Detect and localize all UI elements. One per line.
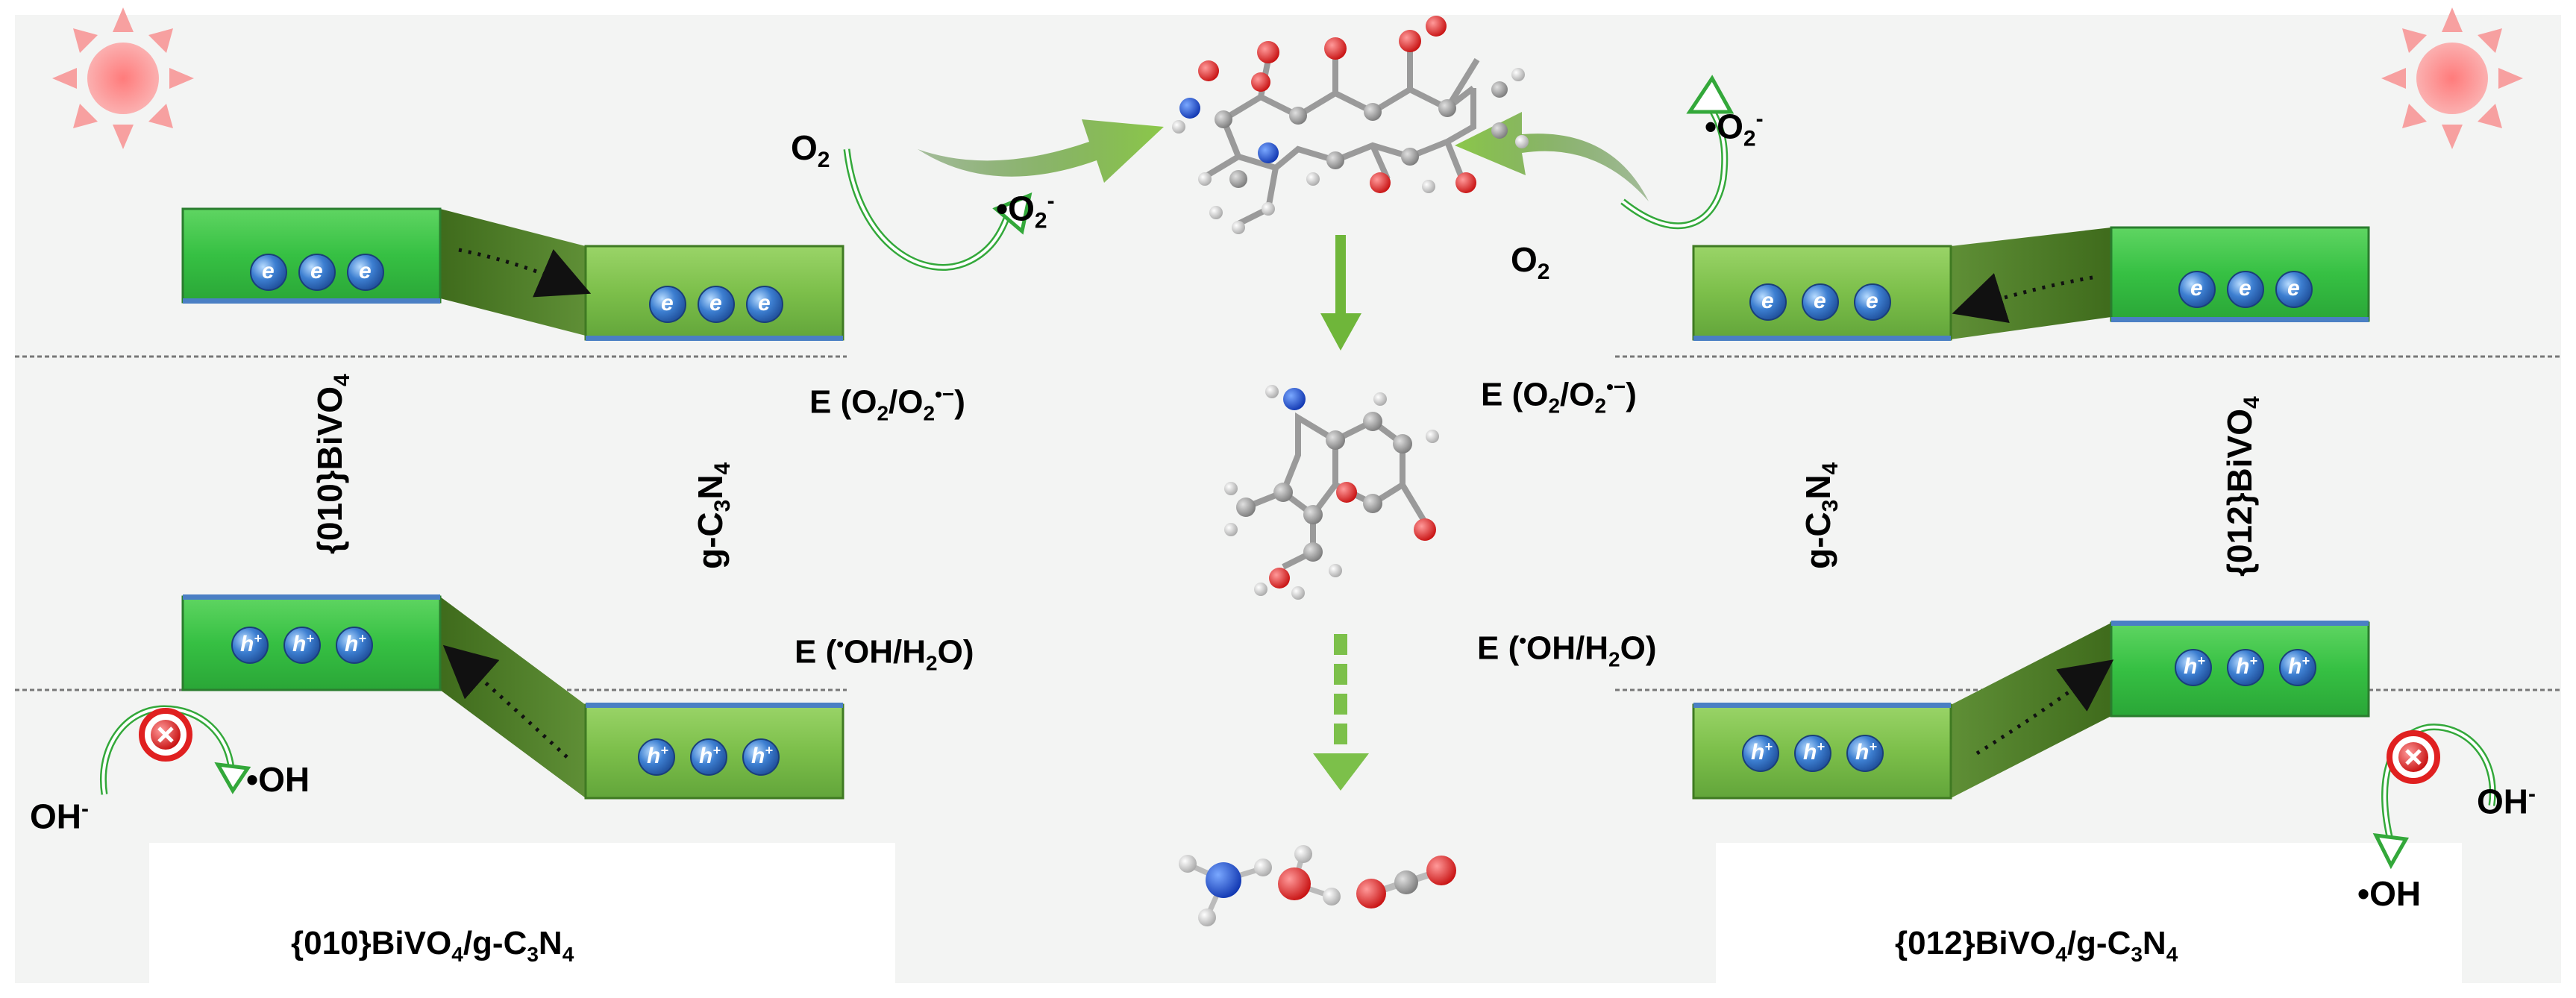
degradation-arrow xyxy=(1320,235,1361,351)
left-oh-minus-label: OH- xyxy=(30,797,89,836)
left-oh-radical-label: •OH xyxy=(246,760,310,799)
blocked-icon xyxy=(139,708,192,762)
left-bivo4-label: {010}BiVO4 xyxy=(310,374,355,554)
left-caption-bg xyxy=(149,843,895,992)
pollutant-molecule xyxy=(1172,16,1529,234)
hole-transfer-arrow-right xyxy=(1975,659,2114,756)
left-cb-connector xyxy=(440,209,586,336)
sun-icon xyxy=(52,7,194,149)
right-superoxide-label: •O2- xyxy=(1705,107,1764,151)
attack-arrow xyxy=(918,119,1164,183)
left-gcn-label: g-C3N4 xyxy=(691,462,736,569)
left-o2-label: O2 xyxy=(791,128,830,173)
right-oh-radical-label: •OH xyxy=(2357,874,2422,913)
product-nh3-icon xyxy=(1179,855,1272,926)
left-e-o2-label: E (O2/O2•−) xyxy=(809,383,965,425)
product-h2o-icon xyxy=(1278,845,1341,906)
particle-group xyxy=(231,254,2316,776)
right-gcn-label: g-C3N4 xyxy=(1799,462,1843,569)
intermediate-molecule xyxy=(1224,385,1439,600)
sun-icon xyxy=(2381,7,2523,149)
right-e-o2-label: E (O2/O2•−) xyxy=(1481,375,1637,418)
right-e-oh-label: E (•OH/H2O) xyxy=(1477,629,1657,671)
product-co2-icon xyxy=(1356,856,1456,908)
left-caption: {010}BiVO4/g-C3N4 xyxy=(291,925,574,966)
right-oh-minus-label: OH- xyxy=(2477,782,2536,821)
right-caption-bg xyxy=(1716,843,2462,992)
left-e-oh-label: E (•OH/H2O) xyxy=(795,633,974,675)
right-o2-label: O2 xyxy=(1511,240,1550,285)
mineralization-arrow xyxy=(1313,634,1369,791)
left-superoxide-label: •O2- xyxy=(996,189,1055,233)
right-bivo4-label: {012}BiVO4 xyxy=(2220,396,2265,577)
right-caption: {012}BiVO4/g-C3N4 xyxy=(1895,925,2178,966)
blocked-icon xyxy=(2387,730,2440,784)
